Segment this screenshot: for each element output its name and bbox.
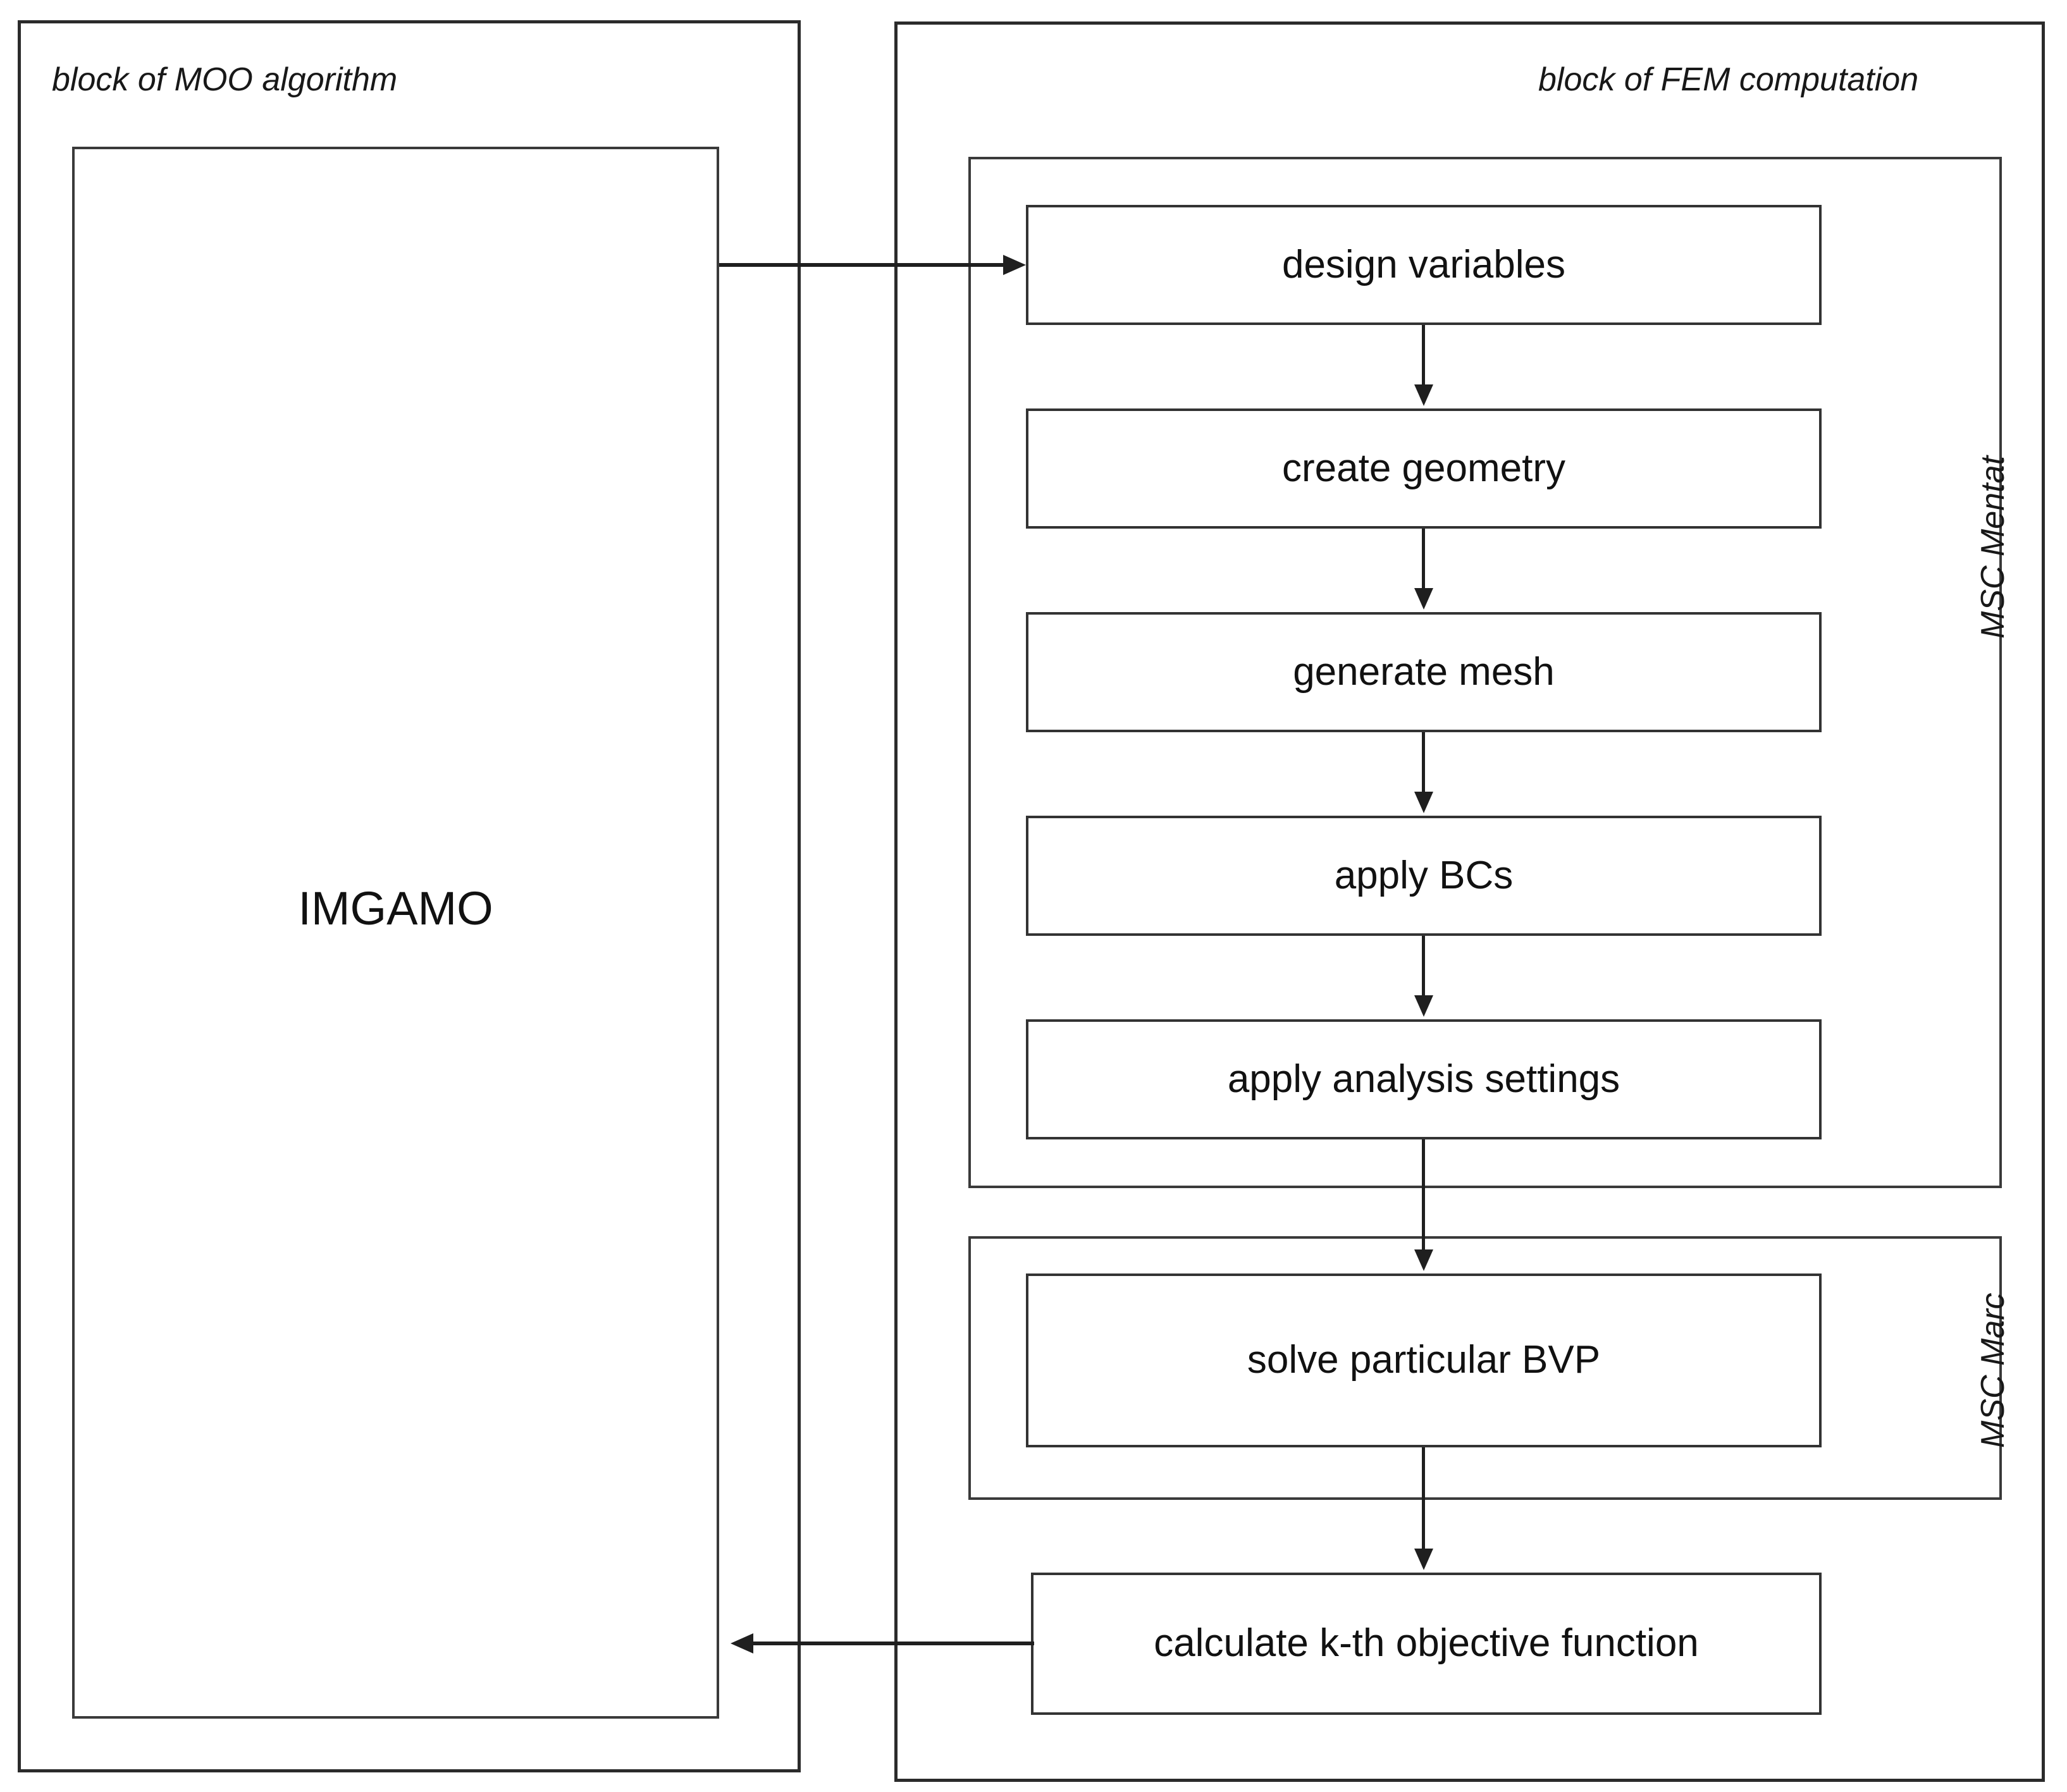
step-design-variables[interactable]: design variables [1026, 205, 1822, 325]
fem-computation-panel-caption: block of FEM computation [1538, 61, 1919, 98]
step-solve-bvp[interactable]: solve particular BVP [1026, 1273, 1822, 1447]
step-apply-analysis-settings[interactable]: apply analysis settings [1026, 1019, 1822, 1139]
arrow-down-icon-to-generate-mesh [1414, 588, 1433, 610]
fem-computation-panel [894, 21, 2045, 1782]
connector-design-variables-to-create-geometry [1422, 325, 1425, 387]
connector-apply-bcs-to-apply-analysis-settings [1422, 936, 1425, 998]
step-create-geometry-label: create geometry [1282, 446, 1565, 490]
step-generate-mesh[interactable]: generate mesh [1026, 612, 1822, 732]
arrow-down-icon-to-apply-analysis-settings [1414, 995, 1433, 1017]
arrow-down-icon-to-solve-bvp [1414, 1249, 1433, 1271]
step-generate-mesh-label: generate mesh [1293, 649, 1555, 694]
arrow-down-icon-to-create-geometry [1414, 384, 1433, 406]
step-design-variables-label: design variables [1281, 242, 1566, 286]
step-solve-bvp-label: solve particular BVP [1247, 1338, 1601, 1382]
step-create-geometry[interactable]: create geometry [1026, 408, 1822, 529]
connector-generate-mesh-to-apply-bcs [1422, 732, 1425, 794]
msc-mentat-group [968, 157, 2002, 1188]
connector-solve-bvp-to-calculate-objective-function [1422, 1447, 1425, 1551]
step-apply-bcs-label: apply BCs [1334, 853, 1514, 897]
arrow-right-icon-to-design-variables [1003, 255, 1026, 275]
moo-algorithm-panel [18, 20, 801, 1772]
step-calculate-objective-function-label: calculate k-th objective function [1154, 1621, 1699, 1666]
moo-algorithm-panel-caption: block of MOO algorithm [52, 61, 398, 98]
step-calculate-objective-function[interactable]: calculate k-th objective function [1031, 1573, 1822, 1715]
arrow-down-icon-to-apply-bcs [1414, 792, 1433, 813]
msc-mentat-group-label: MSC Mentat [1975, 456, 2011, 639]
connector-apply-analysis-settings-to-solve-bvp [1422, 1139, 1425, 1252]
arrow-down-icon-to-calculate-objective-function [1414, 1549, 1433, 1570]
msc-marc-group-label: MSC Marc [1975, 1292, 2011, 1448]
connector-imgamo-to-design-variables [719, 263, 1004, 267]
connector-calculate-objective-function-to-imgamo [753, 1642, 1034, 1645]
msc-marc-group [968, 1236, 2002, 1500]
imgamo-label: IMGAMO [298, 882, 493, 935]
step-apply-analysis-settings-label: apply analysis settings [1227, 1057, 1620, 1101]
arrow-left-icon-to-imgamo [731, 1633, 753, 1654]
imgamo-box [72, 147, 719, 1719]
step-apply-bcs[interactable]: apply BCs [1026, 816, 1822, 936]
connector-create-geometry-to-generate-mesh [1422, 529, 1425, 591]
